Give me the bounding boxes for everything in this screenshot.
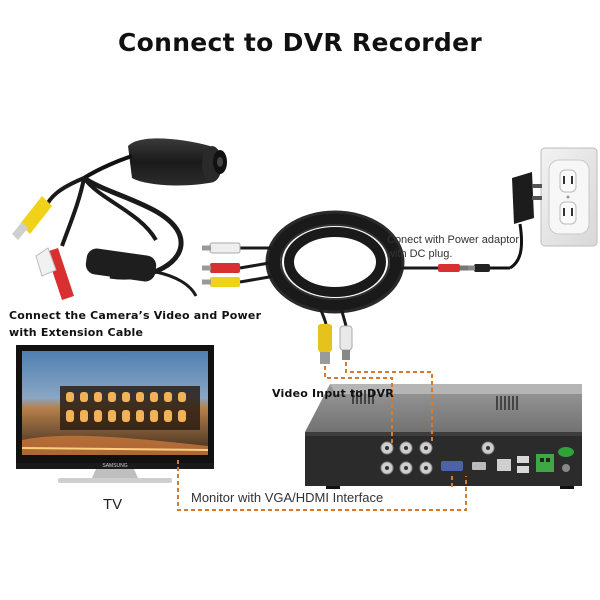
camera-connection-label: Connect the Camera’s Video and Power wit… (9, 307, 261, 341)
dvr-recorder (305, 384, 582, 489)
bnc-plug-video (318, 324, 332, 364)
camera-label-line2: with Extension Cable (9, 326, 144, 339)
dvr-power-terminal (536, 454, 554, 472)
video-input-label: Video Input to DVR (272, 387, 394, 400)
power-adaptor (466, 172, 542, 272)
camera-label-line1: Connect the Camera’s Video and Power (9, 309, 262, 322)
rca-plug-yellow-left (202, 277, 240, 287)
power-adaptor-label: Conect with Power adaptor with DC plug. (387, 233, 519, 261)
connection-lines (177, 362, 467, 511)
dc-plug-red (438, 264, 460, 272)
tv-brand-label: SAMSUNG (102, 463, 127, 469)
tv-label: TV (103, 496, 123, 513)
camera-harness (12, 175, 198, 300)
tv-monitor (16, 345, 214, 483)
dvr-hdmi-port (472, 462, 486, 470)
page-title: Connect to DVR Recorder (117, 28, 483, 57)
power-label-line1: Conect with Power adaptor (387, 234, 520, 246)
dvr-bnc-ports (380, 441, 495, 475)
bullet-camera (82, 138, 227, 186)
wall-outlet (540, 147, 598, 247)
dc-plug-down (339, 325, 353, 360)
monitor-interface-label: Monitor with VGA/HDMI Interface (191, 490, 384, 505)
dvr-lan-port (497, 459, 511, 471)
rca-plug-red-left (202, 263, 240, 273)
rca-plug-white-left (202, 242, 241, 254)
power-label-line2: with DC plug. (387, 248, 453, 260)
dvr-vga-port (441, 461, 463, 471)
cable-coil (265, 210, 405, 314)
